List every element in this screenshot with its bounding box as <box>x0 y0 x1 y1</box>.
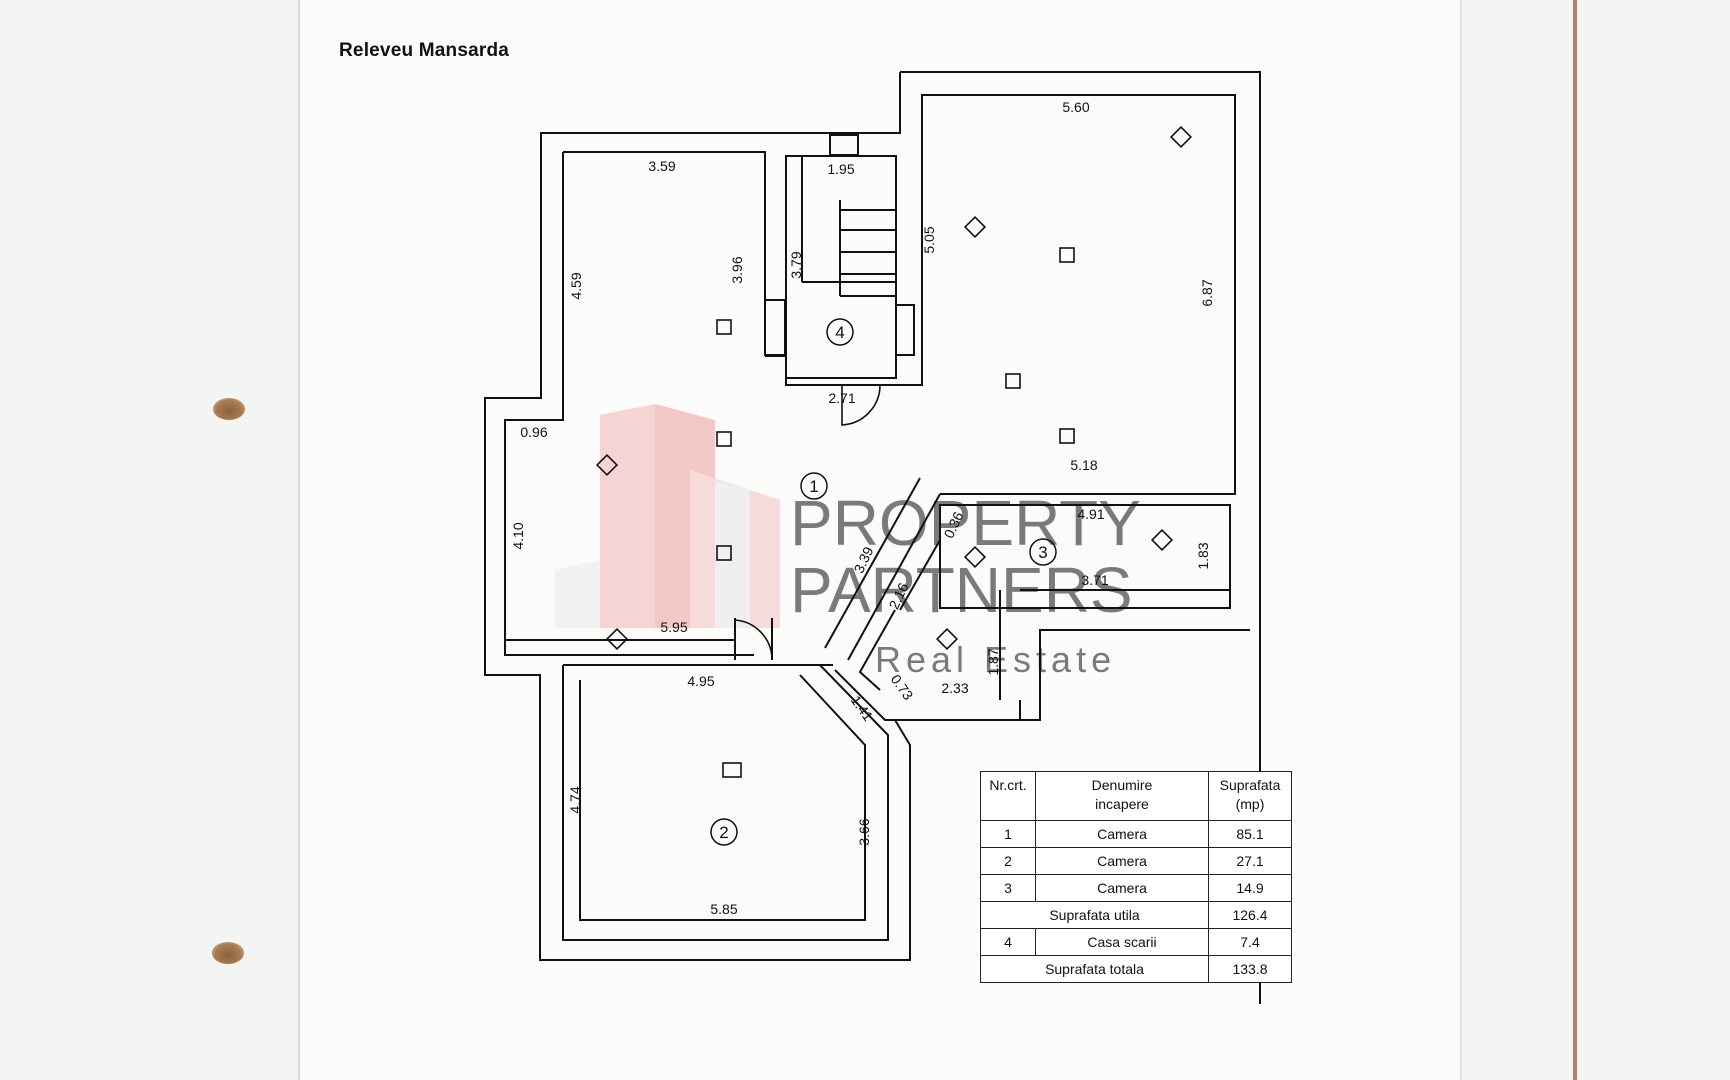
dim-label: 4.59 <box>568 272 584 299</box>
dim-label: 2.33 <box>941 680 968 696</box>
punch-hole-bottom <box>212 942 244 964</box>
room-number-4: 4 <box>835 323 844 342</box>
table-row-total: Suprafata totala 133.8 <box>980 955 1292 983</box>
cell-useful-label: Suprafata utila <box>980 901 1209 929</box>
cell-name: Camera <box>1035 847 1209 875</box>
watermark-line1: PROPERTY <box>790 487 1141 559</box>
dim-label: 4.91 <box>1077 506 1104 522</box>
cell-total-label: Suprafata totala <box>980 955 1209 983</box>
dim-label: 3.79 <box>788 251 804 278</box>
header-nr: Nr.crt. <box>980 771 1036 821</box>
dim-label: 4.74 <box>567 786 583 813</box>
room-number-2: 2 <box>719 823 728 842</box>
table-row: 4 Casa scarii 7.4 <box>980 928 1292 956</box>
room-number-3: 3 <box>1038 543 1047 562</box>
dim-label: 5.18 <box>1070 457 1097 473</box>
dim-label: 4.95 <box>687 673 714 689</box>
dim-label: 5.85 <box>710 901 737 917</box>
cell-area: 85.1 <box>1208 820 1292 848</box>
table-row: 1 Camera 85.1 <box>980 820 1292 848</box>
room-number-1: 1 <box>809 477 818 496</box>
cell-name: Casa scarii <box>1035 928 1209 956</box>
watermark-logo: PROPERTY PARTNERS Real Estate <box>555 404 1141 680</box>
dim-label: 1.83 <box>1195 542 1211 569</box>
dim-label: 3.66 <box>856 818 872 845</box>
cell-nr: 3 <box>980 874 1036 902</box>
dim-label: 5.95 <box>660 619 687 635</box>
table-row-useful: Suprafata utila 126.4 <box>980 901 1292 929</box>
cell-name: Camera <box>1035 820 1209 848</box>
ceiling-fixtures <box>595 125 1193 778</box>
dim-label: 3.59 <box>648 158 675 174</box>
watermark-line3: Real Estate <box>875 639 1116 680</box>
dim-label: 0.96 <box>520 424 547 440</box>
dim-label: 5.05 <box>921 226 937 253</box>
dim-label: 2.71 <box>828 390 855 406</box>
cell-area: 27.1 <box>1208 847 1292 875</box>
header-name-line2: incapere <box>1095 796 1149 812</box>
dim-label: 3.96 <box>729 256 745 283</box>
walls <box>484 71 1261 1004</box>
cell-nr: 1 <box>980 820 1036 848</box>
header-name-line1: Denumire <box>1091 777 1153 793</box>
header-area: Suprafata (mp) <box>1208 771 1292 821</box>
dim-label: 1.87 <box>985 648 1001 675</box>
table-header-row: Nr.crt. Denumire incapere Suprafata (mp) <box>980 771 1292 821</box>
area-table: Nr.crt. Denumire incapere Suprafata (mp) 1… <box>980 771 1292 983</box>
page-title: Releveu Mansarda <box>339 40 510 61</box>
cell-area: 14.9 <box>1208 874 1292 902</box>
cell-total-area: 133.8 <box>1208 955 1292 983</box>
dim-label: 6.87 <box>1199 279 1215 306</box>
desk-edge <box>1573 0 1577 1080</box>
cell-useful-area: 126.4 <box>1208 901 1292 929</box>
dim-label: 5.60 <box>1062 99 1089 115</box>
header-name: Denumire incapere <box>1035 771 1209 821</box>
table-row: 3 Camera 14.9 <box>980 874 1292 902</box>
cell-nr: 2 <box>980 847 1036 875</box>
header-area-line2: (mp) <box>1235 796 1265 812</box>
cell-area: 7.4 <box>1208 928 1292 956</box>
doors <box>734 384 881 661</box>
table-row: 2 Camera 27.1 <box>980 847 1292 875</box>
dim-label: 4.10 <box>510 522 526 549</box>
dim-label: 3.71 <box>1081 572 1108 588</box>
header-area-line1: Suprafata <box>1219 777 1281 793</box>
cell-name: Camera <box>1035 874 1209 902</box>
room-markers: 1 2 3 4 <box>710 318 1057 846</box>
cell-nr: 4 <box>980 928 1036 956</box>
dim-label: 1.95 <box>827 161 854 177</box>
punch-hole-top <box>213 398 245 420</box>
